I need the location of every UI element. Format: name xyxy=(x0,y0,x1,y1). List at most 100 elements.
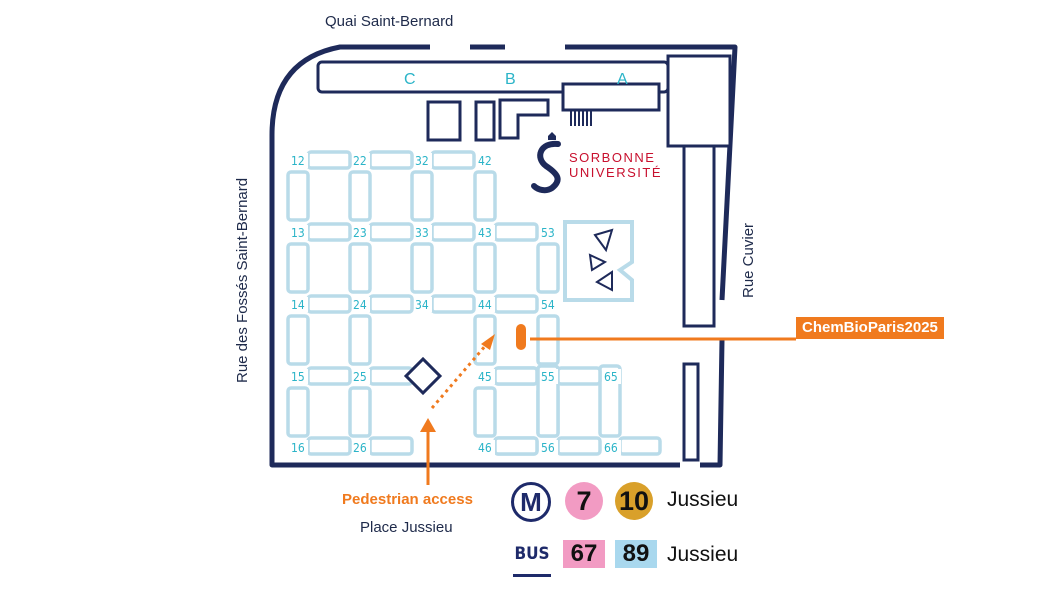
grid-wing xyxy=(306,436,352,456)
tower-label-bg xyxy=(540,369,558,384)
tower-12-label: 12 xyxy=(291,154,305,168)
tower-14-label: 14 xyxy=(291,298,305,312)
grid-wing xyxy=(306,150,352,170)
grid-wing xyxy=(368,436,414,456)
grid-wing xyxy=(493,294,539,314)
grid-wing xyxy=(618,436,662,456)
tower-44-label: 44 xyxy=(478,298,492,312)
bus-line-89-number: 89 xyxy=(622,540,650,567)
grid-wing xyxy=(348,314,372,366)
sorbonne-logo-icon xyxy=(531,132,561,194)
place-label: Place Jussieu xyxy=(360,519,453,536)
bus-line-89-badge[interactable]: 89 xyxy=(615,540,657,568)
tower-label-bg xyxy=(540,297,558,312)
tower-label-bg xyxy=(414,225,432,240)
tower-label-bg xyxy=(352,153,370,168)
tower-label-bg xyxy=(414,297,432,312)
tower-54-label: 54 xyxy=(541,298,555,312)
tower-65-label: 65 xyxy=(604,370,618,384)
metro-line-10-badge[interactable]: 10 xyxy=(615,482,653,520)
building-a-label: A xyxy=(617,71,628,88)
central-building xyxy=(563,220,634,302)
pedestrian-access-label: Pedestrian access xyxy=(342,491,473,508)
grid-wing xyxy=(286,170,310,222)
tower-13-label: 13 xyxy=(291,226,305,240)
street-west-label: Rue des Fossés Saint-Bernard xyxy=(234,177,251,383)
tower-label-bg xyxy=(290,369,308,384)
metro-line-10-number: 10 xyxy=(618,485,650,516)
tower-26-label: 26 xyxy=(353,441,367,455)
building-b-label: B xyxy=(505,71,516,88)
grid-wing xyxy=(473,314,497,366)
patio-diamond xyxy=(403,356,443,396)
campus-outline xyxy=(269,44,738,468)
tower-label-bg xyxy=(603,440,621,455)
tower-23-label: 23 xyxy=(353,226,367,240)
pedestrian-dotted-arrow-icon xyxy=(430,334,495,409)
tower-32-label: 32 xyxy=(415,154,429,168)
grid-wing xyxy=(473,386,497,438)
building-c-label: C xyxy=(404,71,416,88)
tower-15-label: 15 xyxy=(291,370,305,384)
metro-m-icon: M xyxy=(511,482,551,522)
bus-stop-label: Jussieu xyxy=(667,543,739,566)
tower-label-bg xyxy=(477,440,495,455)
tower-22-label: 22 xyxy=(353,154,367,168)
tower-label-bg xyxy=(477,369,495,384)
tower-16-label: 16 xyxy=(291,441,305,455)
tower-45-label: 45 xyxy=(478,370,492,384)
grid-wing xyxy=(473,242,497,294)
grid-wing xyxy=(368,294,414,314)
tower-56-label: 56 xyxy=(541,441,555,455)
north-gate-marker xyxy=(524,38,548,62)
bus-icon: BUS xyxy=(513,540,551,577)
grid-wing xyxy=(410,170,434,222)
tower-label-bg xyxy=(540,225,558,240)
grid-wing xyxy=(430,150,476,170)
pedestrian-arrow-icon xyxy=(420,418,436,485)
logo-line1: SORBONNE xyxy=(569,150,655,165)
grid-wing xyxy=(306,366,352,386)
grid-wing xyxy=(493,222,539,242)
street-north-label: Quai Saint-Bernard xyxy=(325,13,454,30)
grid-wing xyxy=(410,242,434,294)
tower-66-label: 66 xyxy=(604,441,618,455)
tower-43-label: 43 xyxy=(478,226,492,240)
grid-wing xyxy=(368,222,414,242)
bus-line-67-badge[interactable]: 67 xyxy=(563,540,605,568)
grid-wing xyxy=(556,436,602,456)
tower-label-bg xyxy=(290,225,308,240)
grid-wing xyxy=(286,386,310,438)
tower-label-bg xyxy=(290,440,308,455)
tower-label-bg xyxy=(352,440,370,455)
grid-wing xyxy=(556,366,602,386)
north-buildings xyxy=(316,54,732,462)
tower-label-bg xyxy=(290,297,308,312)
grid-wing xyxy=(348,170,372,222)
grid-wing xyxy=(286,242,310,294)
street-east-label: Rue Cuvier xyxy=(740,222,757,298)
metro-line-7-badge[interactable]: 7 xyxy=(565,482,603,520)
tower-label-bg xyxy=(290,153,308,168)
grid-wing xyxy=(430,294,476,314)
tower-33-label: 33 xyxy=(415,226,429,240)
tower-46-label: 46 xyxy=(478,441,492,455)
event-label[interactable]: ChemBioParis2025 xyxy=(796,317,944,339)
stair-marker xyxy=(570,111,592,126)
metro-stop-label: Jussieu xyxy=(667,488,739,511)
tower-label-bg xyxy=(603,369,621,384)
metro-line-7-number: 7 xyxy=(576,485,592,516)
grid-wing xyxy=(286,314,310,366)
tower-24-label: 24 xyxy=(353,298,367,312)
bus-line-67-number: 67 xyxy=(570,540,598,567)
tower-label-bg xyxy=(352,369,370,384)
tower-42-label: 42 xyxy=(478,154,492,168)
tower-label-bg xyxy=(352,225,370,240)
grid-wing xyxy=(368,150,414,170)
tower-label-bg xyxy=(477,297,495,312)
grid-wing xyxy=(306,294,352,314)
event-location-marker[interactable] xyxy=(516,324,526,350)
central-building-marks xyxy=(588,228,614,292)
